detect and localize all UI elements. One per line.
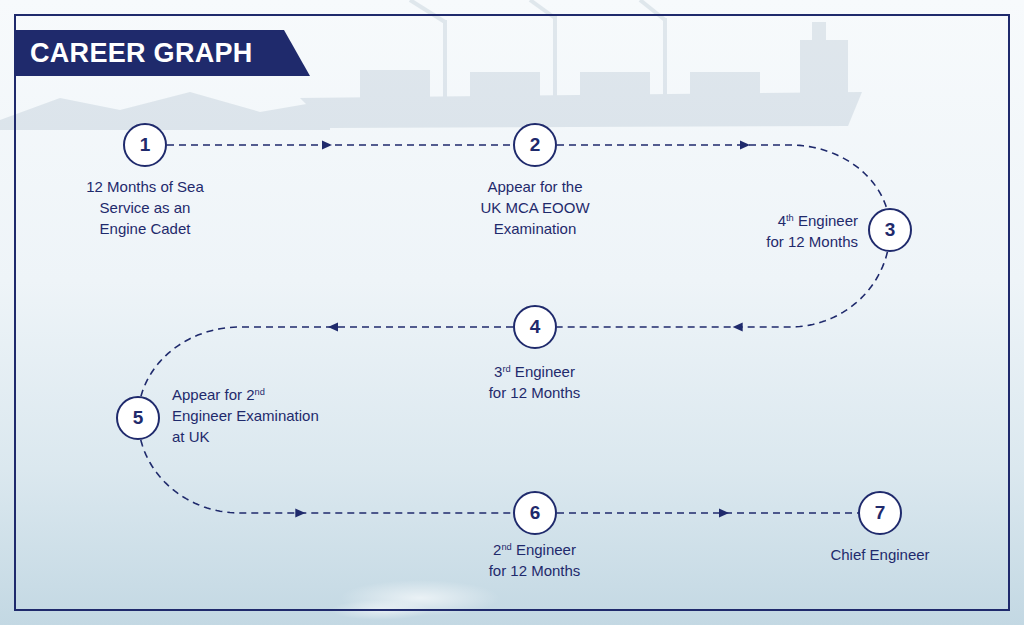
ordinal-suffix: nd <box>255 387 265 397</box>
flow-connector <box>141 323 513 397</box>
step-number: 2 <box>530 135 541 155</box>
step-circle: 112 Months of Sea Service as an Engine C… <box>123 123 167 167</box>
step-number: 3 <box>885 220 896 240</box>
step-label: 12 Months of Sea Service as an Engine Ca… <box>81 176 209 239</box>
flow-connector <box>141 440 513 518</box>
ship-hatch <box>580 72 650 98</box>
flow-connector <box>557 509 858 518</box>
step-label: Appear for 2nd Engineer Examination at U… <box>172 384 323 447</box>
step-number: 5 <box>133 408 144 428</box>
step-number: 4 <box>530 317 541 337</box>
flow-connector <box>557 252 887 332</box>
dashed-path <box>141 440 513 513</box>
ship-bridge <box>800 40 848 94</box>
step-circle: 34th Engineer for 12 Months <box>868 208 912 252</box>
frame-border <box>15 15 1009 610</box>
step-circle: 2Appear for the UK MCA EOOW Examination <box>513 123 557 167</box>
ship-hatch <box>690 72 760 98</box>
diagram-title: CAREER GRAPH <box>30 38 253 68</box>
step-circle: 7Chief Engineer <box>858 491 902 535</box>
step-circle: 62nd Engineer for 12 Months <box>513 491 557 535</box>
arrow-head <box>719 509 729 518</box>
dashed-path <box>167 144 513 146</box>
flow-connector <box>167 141 513 150</box>
dashed-path <box>557 512 858 514</box>
step-number: 7 <box>875 503 886 523</box>
flow-connector <box>557 141 887 209</box>
arrow-head <box>295 509 305 518</box>
dashed-path <box>557 252 887 327</box>
dashed-path <box>141 327 513 396</box>
step-number: 6 <box>530 503 541 523</box>
step-label: 3rd Engineer for 12 Months <box>486 361 583 403</box>
mountain-silhouette <box>0 92 330 130</box>
ordinal-suffix: nd <box>501 542 511 552</box>
step-label: 4th Engineer for 12 Months <box>761 210 858 252</box>
step-circle: 5Appear for 2nd Engineer Examination at … <box>116 396 160 440</box>
ship-hatch <box>470 72 540 98</box>
ordinal-suffix: th <box>786 213 794 223</box>
step-label: Appear for the UK MCA EOOW Examination <box>478 176 592 239</box>
dashed-path <box>557 145 887 208</box>
ship-hatch <box>360 70 430 98</box>
ordinal-suffix: rd <box>502 364 510 374</box>
arrow-head <box>733 323 743 332</box>
title-banner <box>15 30 310 76</box>
ship-silhouette <box>0 0 862 130</box>
step-circle: 43rd Engineer for 12 Months <box>513 305 557 349</box>
arrow-head <box>328 323 338 332</box>
ship-funnel <box>812 22 826 42</box>
step-label: Chief Engineer <box>820 544 940 565</box>
arrow-head <box>322 141 332 150</box>
step-number: 1 <box>140 135 151 155</box>
step-label: 2nd Engineer for 12 Months <box>486 539 583 581</box>
arrow-head <box>740 141 750 150</box>
